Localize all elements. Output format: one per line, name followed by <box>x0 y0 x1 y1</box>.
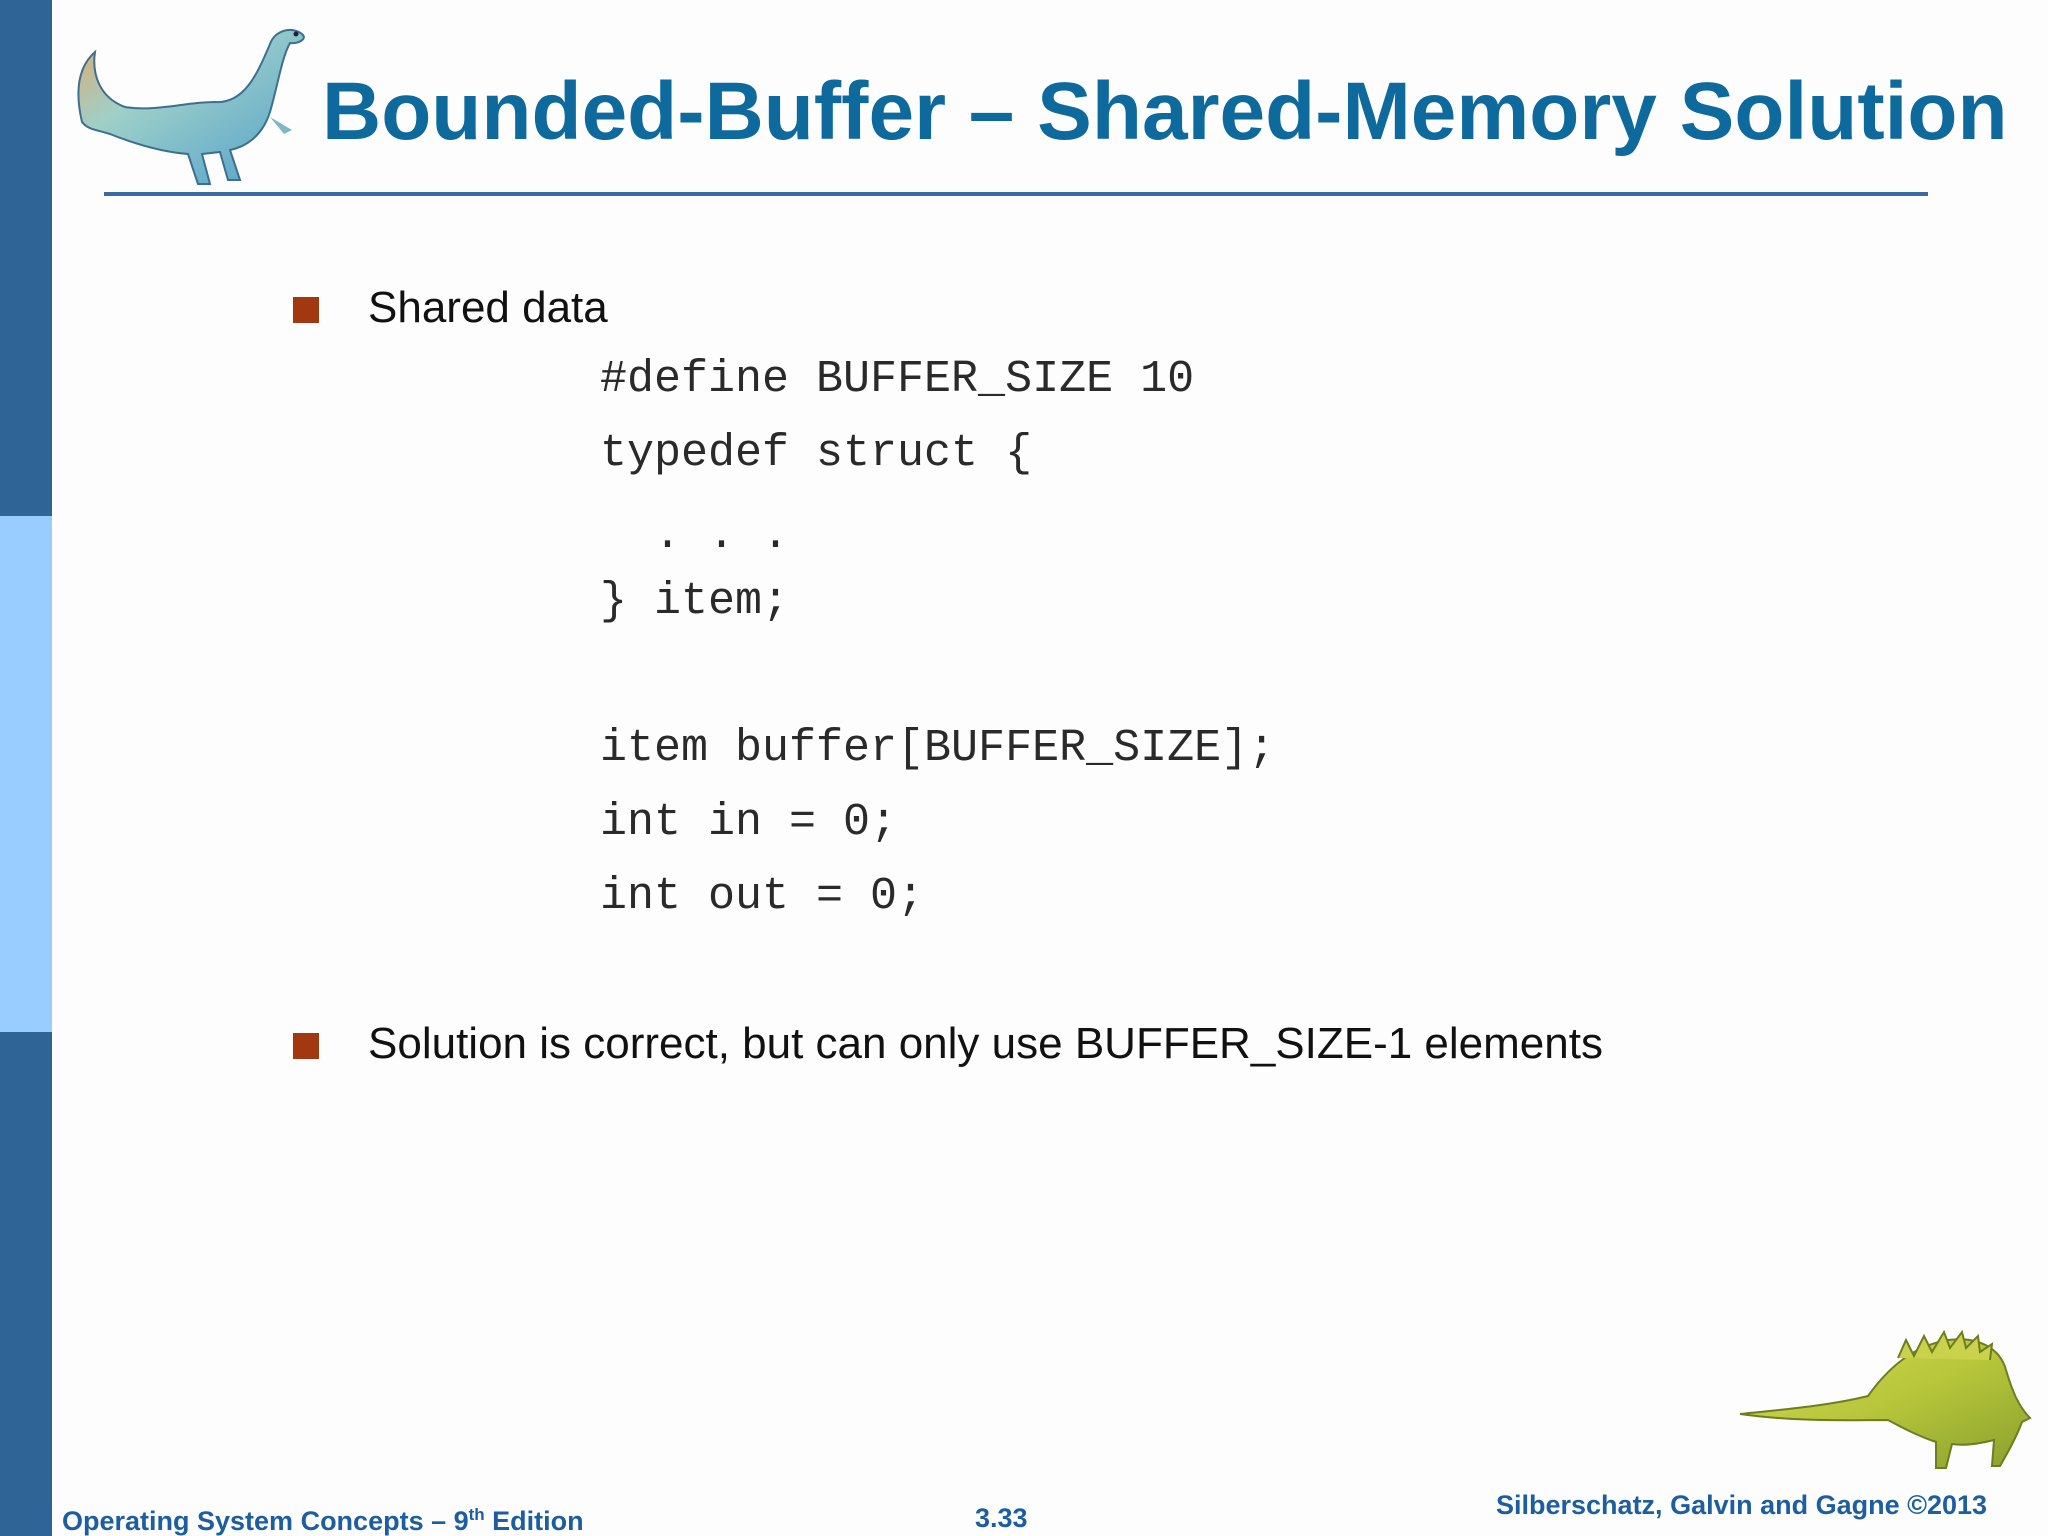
code-line: . . . <box>600 510 790 561</box>
side-band-bottom <box>0 1032 52 1536</box>
title-divider <box>104 192 1928 196</box>
code-line: } item; <box>600 576 790 627</box>
dinosaur-logo-icon <box>1739 1329 2032 1469</box>
bullet-square-icon <box>293 1033 319 1059</box>
slide-title: Bounded-Buffer – Shared-Memory Solution <box>322 66 2008 157</box>
footer-copyright: Silberschatz, Galvin and Gagne ©2013 <box>1496 1490 1988 1520</box>
bullet-text: Shared data <box>368 283 608 332</box>
code-line: typedef struct { <box>600 428 1033 479</box>
code-line: item buffer[BUFFER_SIZE]; <box>600 723 1276 774</box>
footer-page-number: 3.33 <box>975 1503 1028 1533</box>
side-band-top <box>0 0 52 516</box>
code-line: int in = 0; <box>600 797 898 848</box>
bullet-square-icon <box>293 297 319 323</box>
bullet-text: Solution is correct, but can only use BU… <box>368 1019 1603 1068</box>
code-line: #define BUFFER_SIZE 10 <box>600 354 1195 405</box>
footer-book-title: Operating System Concepts – 9th Edition <box>62 1505 584 1536</box>
code-line: int out = 0; <box>600 871 925 922</box>
side-band-middle <box>0 516 52 1032</box>
dinosaur-logo-icon <box>77 28 305 185</box>
